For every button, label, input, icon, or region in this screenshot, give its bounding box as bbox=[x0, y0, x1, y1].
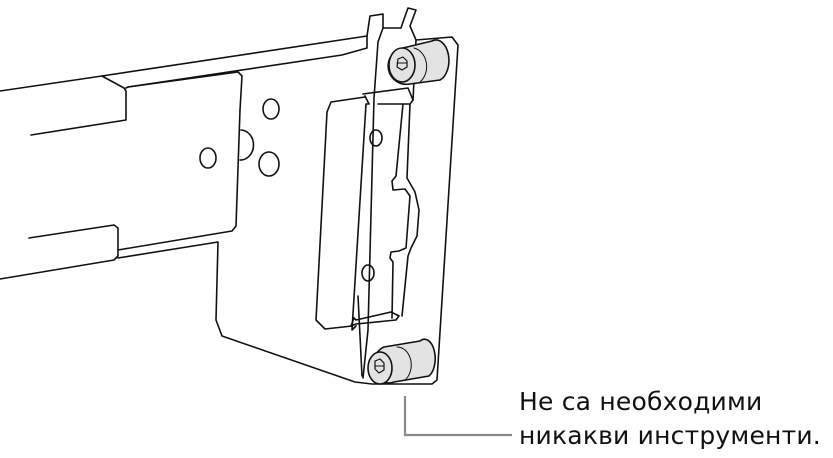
callout-leader-line bbox=[403, 396, 512, 437]
callout-label: Не са необходими никакви инструменти. bbox=[519, 385, 821, 453]
outer-rail bbox=[0, 35, 373, 385]
top-thumbscrew bbox=[387, 39, 450, 86]
latch-assembly bbox=[315, 87, 420, 331]
callout-line-1: Не са необходими bbox=[519, 387, 763, 416]
bottom-thumbscrew bbox=[367, 338, 437, 385]
callout-line-2: никакви инструменти. bbox=[519, 421, 821, 450]
rail-holes bbox=[199, 98, 280, 177]
